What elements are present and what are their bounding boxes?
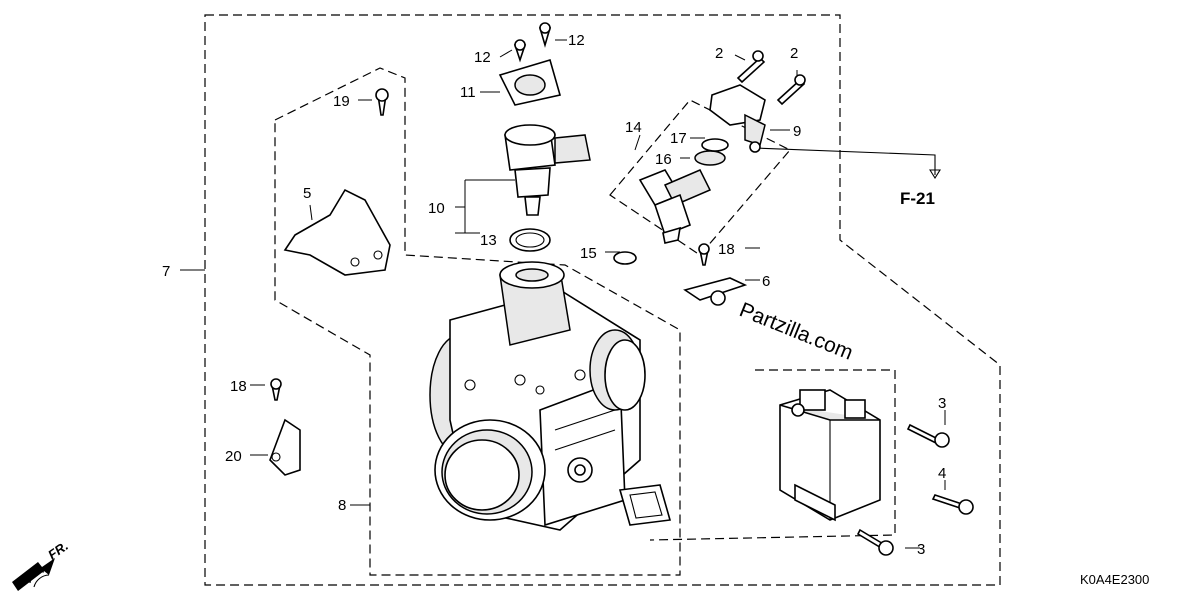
callout-20: 20 <box>225 448 242 465</box>
callout-13: 13 <box>480 232 497 249</box>
callout-2: 2 <box>715 45 723 62</box>
injector-assembly <box>613 138 729 265</box>
callout-3: 3 <box>938 395 946 412</box>
callout-10: 10 <box>428 200 445 217</box>
callout-7: 7 <box>162 263 170 280</box>
air-control-valve <box>498 59 591 252</box>
callout-15: 15 <box>580 245 597 262</box>
callout-14: 14 <box>625 119 642 136</box>
gasket <box>618 484 672 526</box>
callout-3: 3 <box>917 541 925 558</box>
leader-lines <box>180 39 946 549</box>
callout-2: 2 <box>790 45 798 62</box>
callout-12: 12 <box>568 32 585 49</box>
callout-11: 11 <box>460 84 476 101</box>
brackets <box>269 188 748 476</box>
callout-8: 8 <box>338 497 346 514</box>
fasteners <box>270 22 974 556</box>
front-direction-arrow: FR. <box>12 538 71 591</box>
callout-6: 6 <box>762 273 770 290</box>
callout-18: 18 <box>230 378 247 395</box>
callout-12: 12 <box>474 49 491 66</box>
throttle-sensor-unit <box>779 389 881 522</box>
callout-17: 17 <box>670 130 687 147</box>
diagram-code: K0A4E2300 <box>1080 572 1149 587</box>
callout-4: 4 <box>938 465 946 482</box>
watermark-text: Partzilla.com <box>736 298 856 364</box>
throttle-body <box>429 261 646 531</box>
callout-labels: 2 2 3 3 4 5 6 7 8 9 10 11 12 12 13 14 15… <box>162 32 946 558</box>
callout-18: 18 <box>718 241 735 258</box>
callout-19: 19 <box>333 93 350 110</box>
front-direction-label: FR. <box>45 538 71 562</box>
callout-5: 5 <box>303 185 311 202</box>
fuel-pipe-joint <box>709 84 766 153</box>
callout-16: 16 <box>655 151 672 168</box>
section-reference-label: F-21 <box>900 189 935 208</box>
callout-9: 9 <box>793 123 801 140</box>
